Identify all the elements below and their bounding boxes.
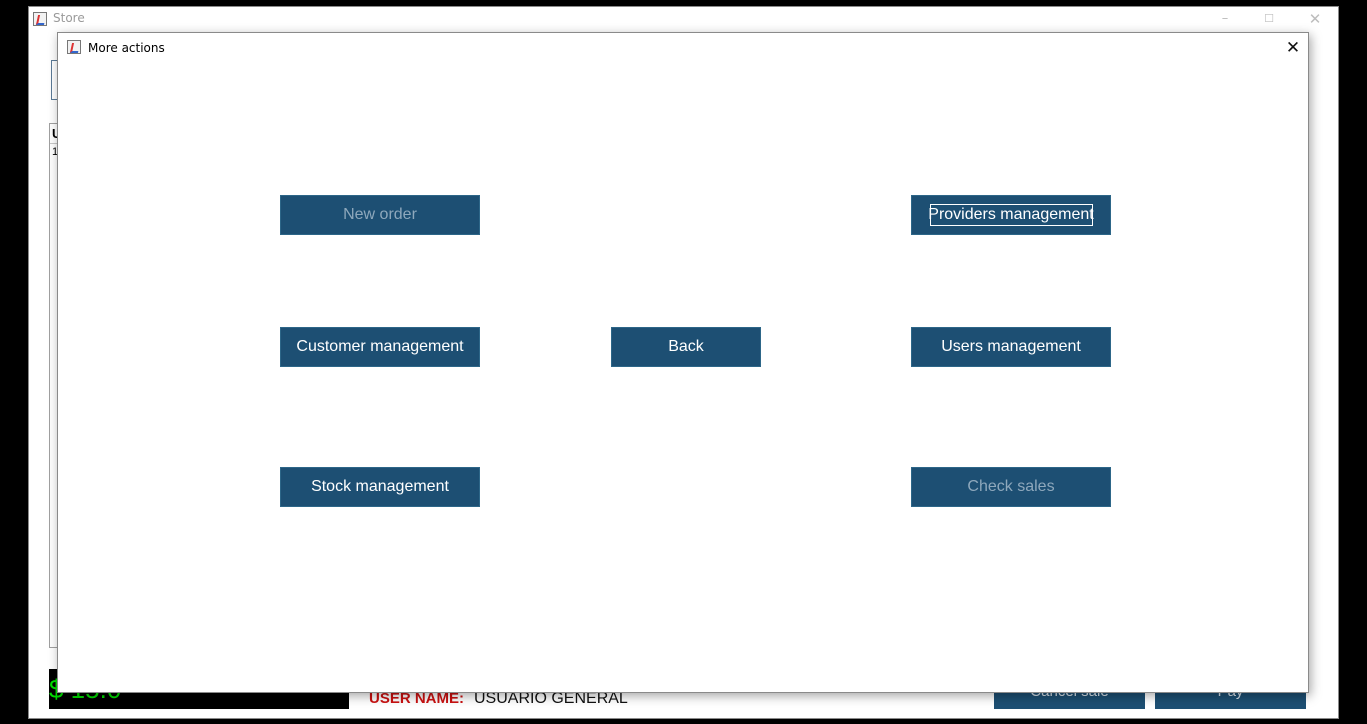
java-cup-icon xyxy=(67,40,81,54)
close-icon[interactable]: ✕ xyxy=(1285,38,1301,58)
focus-ring xyxy=(930,204,1093,226)
customer-management-button[interactable]: Customer management xyxy=(280,327,480,367)
username-label: USER NAME: xyxy=(369,690,465,707)
store-search-input[interactable] xyxy=(51,60,61,100)
check-sales-button[interactable]: Check sales xyxy=(911,467,1111,507)
close-icon[interactable]: ✕ xyxy=(1308,10,1322,28)
minimize-icon[interactable]: – xyxy=(1221,11,1229,26)
java-cup-icon xyxy=(33,12,47,26)
store-titlebar[interactable]: Store – ☐ ✕ xyxy=(29,7,1338,31)
users-management-button[interactable]: Users management xyxy=(911,327,1111,367)
new-order-button[interactable]: New order xyxy=(280,195,480,235)
dialog-title: More actions xyxy=(88,41,165,55)
dialog-titlebar[interactable]: More actions ✕ xyxy=(58,33,1308,63)
providers-management-label: Providers management xyxy=(928,206,1094,223)
back-button[interactable]: Back xyxy=(611,327,761,367)
table-header: U xyxy=(50,124,62,144)
stock-management-button[interactable]: Stock management xyxy=(280,467,480,507)
providers-management-button[interactable]: Providers management xyxy=(911,195,1111,235)
maximize-icon[interactable]: ☐ xyxy=(1264,12,1274,25)
more-actions-dialog: More actions ✕ New order Providers manag… xyxy=(57,32,1309,693)
table-row[interactable]: 1 xyxy=(52,146,59,158)
username-value: USUARIO GENERAL xyxy=(474,690,628,707)
store-window-title: Store xyxy=(53,11,85,25)
